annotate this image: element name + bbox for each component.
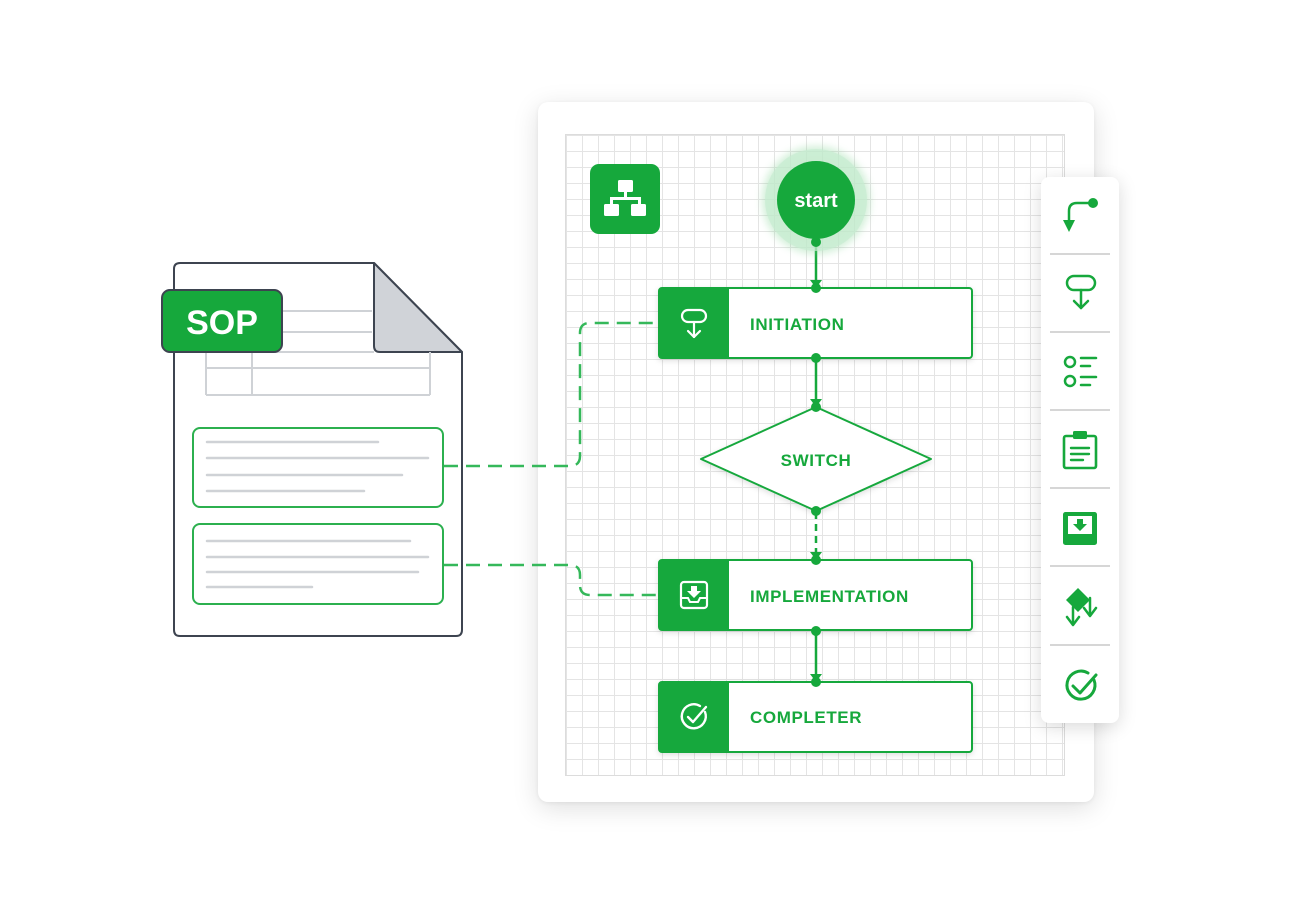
- milestone-tool-icon: [1065, 274, 1097, 310]
- doc-section-1[interactable]: [192, 427, 444, 508]
- palette-tool-clipboard[interactable]: [1048, 415, 1112, 483]
- clipboard-icon: [1062, 431, 1098, 470]
- palette-tool-branch[interactable]: [1048, 571, 1112, 641]
- switch-label: SWITCH: [781, 451, 852, 470]
- check-circle-tool-icon: [1065, 669, 1098, 701]
- option-list-icon: [1063, 355, 1098, 388]
- palette-tool-options[interactable]: [1048, 337, 1112, 405]
- implementation-label: IMPLEMENTATION: [750, 587, 909, 606]
- palette-dividers: [1050, 253, 1110, 646]
- page-fold-corner: [373, 262, 463, 353]
- completer-node[interactable]: [658, 681, 973, 753]
- check-circle-icon: [680, 703, 708, 730]
- sop-badge: SOP: [161, 289, 283, 353]
- doc-section-2[interactable]: [192, 523, 444, 605]
- sop-document: SOP: [161, 262, 463, 637]
- completer-label: COMPLETER: [750, 708, 862, 727]
- palette-tool-milestone[interactable]: [1048, 259, 1112, 327]
- connector-section1-initiation: [444, 321, 658, 468]
- route-arrow-icon: [1063, 198, 1098, 232]
- palette-tool-route[interactable]: [1048, 183, 1112, 249]
- start-label: start: [794, 190, 838, 212]
- palette-tool-inbox[interactable]: [1048, 493, 1112, 561]
- inbox-download-icon: [679, 580, 709, 610]
- milestone-icon: [680, 308, 708, 339]
- start-node[interactable]: start: [762, 146, 870, 254]
- doc-to-flow-connectors: [444, 321, 658, 597]
- flow-junction-dots: [811, 237, 821, 687]
- inbox-download-tool-icon: [1063, 512, 1097, 545]
- org-chart-icon: [604, 180, 646, 216]
- connector-section2-implementation: [444, 563, 658, 597]
- diamond-branch-icon: [1065, 588, 1098, 627]
- org-chart-button[interactable]: [590, 164, 660, 234]
- initiation-label: INITIATION: [750, 315, 844, 334]
- tool-palette: [1041, 177, 1119, 723]
- sop-badge-text: SOP: [186, 304, 258, 342]
- palette-tool-complete[interactable]: [1048, 650, 1112, 718]
